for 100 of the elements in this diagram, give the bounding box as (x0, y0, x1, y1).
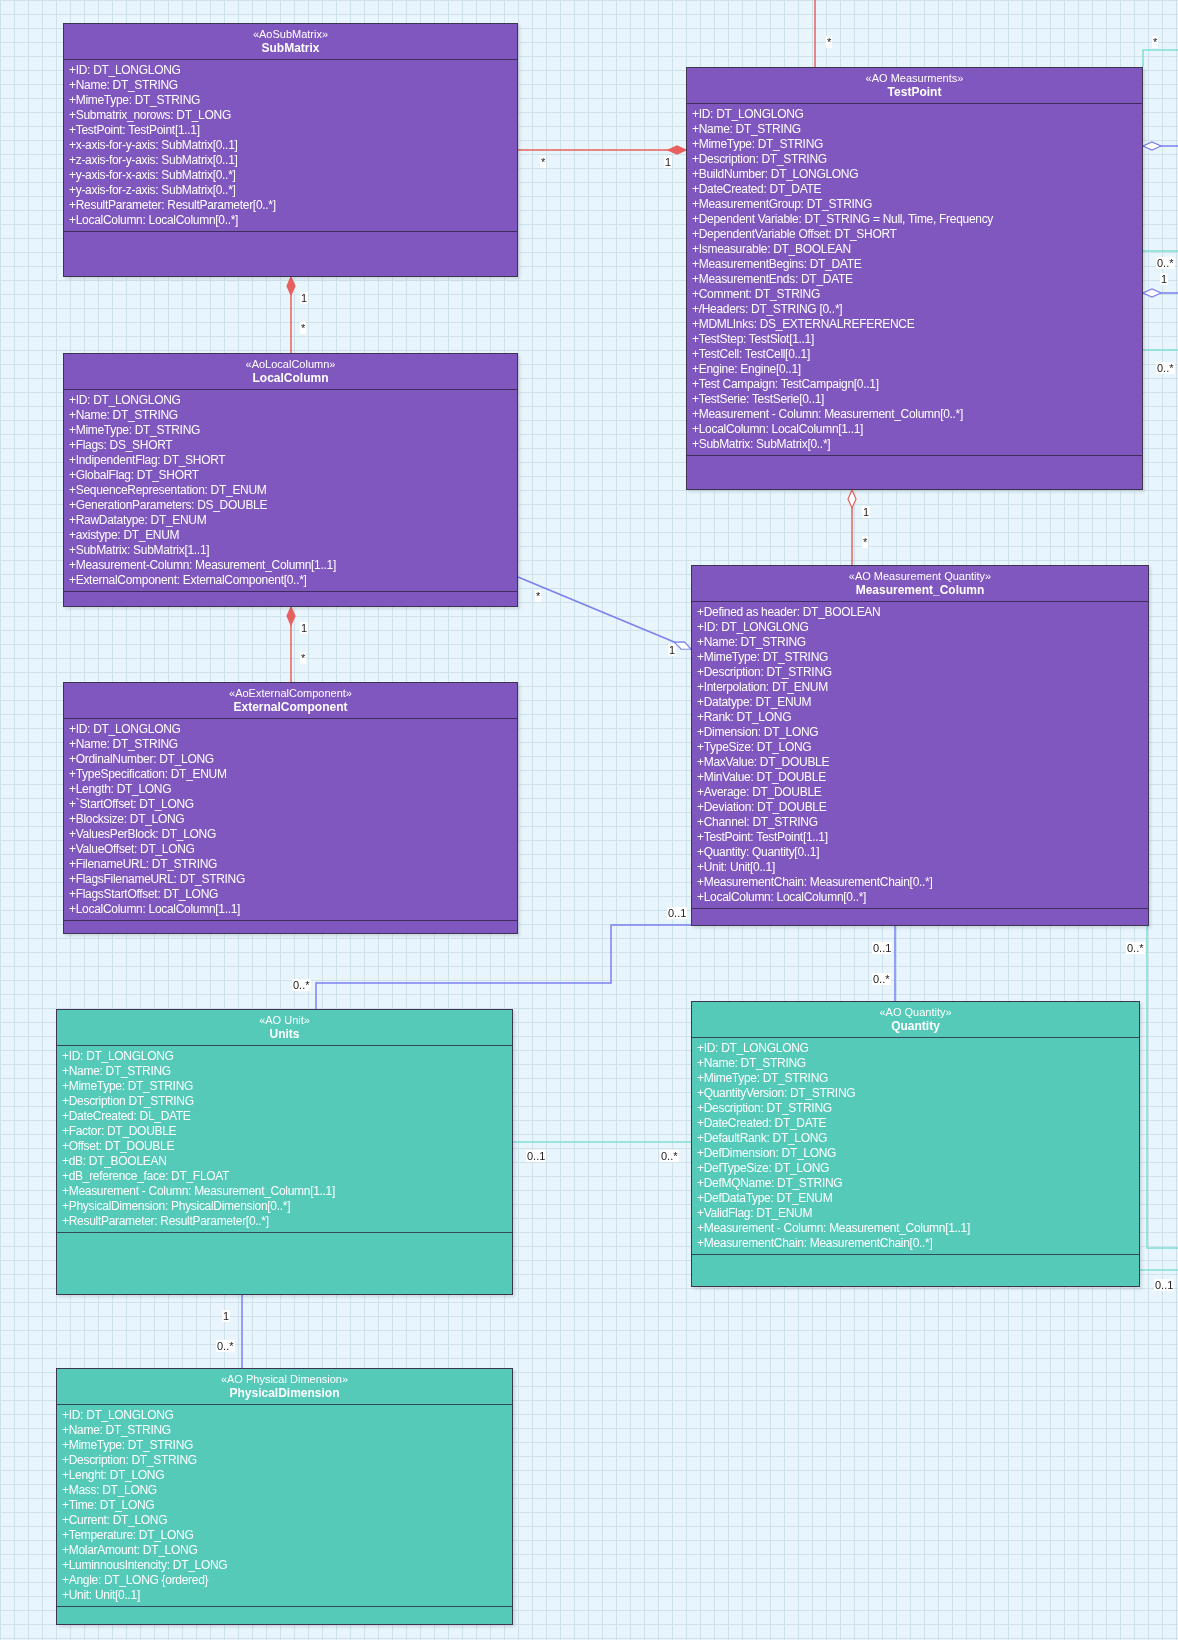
attribute-text: +TestPoint: TestPoint[1..1] (69, 123, 200, 138)
attribute-text: +Submatrix_norows: DT_LONG (69, 108, 231, 123)
attribute-text: +Name: DT_STRING (69, 737, 178, 752)
attribute-text: +ID: DT_LONGLONG (692, 107, 804, 122)
multiplicity-label: 0..* (872, 973, 891, 985)
attribute-text: +Offset: DT_DOUBLE (62, 1139, 175, 1154)
attribute-text: +Average: DT_DOUBLE (697, 785, 822, 800)
attribute-text: +RawDatatype: DT_ENUM (69, 513, 207, 528)
association-line (315, 924, 692, 1010)
attribute-text: +Comment: DT_STRING (692, 287, 820, 302)
multiplicity-label: * (300, 322, 307, 334)
class-box (56, 1368, 513, 1625)
aggregation-line (286, 276, 296, 354)
attribute-text: +SubMatrix: SubMatrix[1..1] (69, 543, 210, 558)
attribute-text: +Temperature: DT_LONG (62, 1528, 194, 1543)
multiplicity-label: 1 (300, 292, 309, 304)
multiplicity-label: 0..* (1156, 257, 1175, 269)
attribute-text: +Mass: DT_LONG (62, 1483, 157, 1498)
attribute-text: +TestCell: TestCell[0..1] (692, 347, 810, 362)
attribute-text: +OrdinalNumber: DT_LONG (69, 752, 214, 767)
attribute-text: +ValueOffset: DT_LONG (69, 842, 195, 857)
association-line (512, 1141, 692, 1143)
attribute-text: +Factor: DT_DOUBLE (62, 1124, 177, 1139)
attribute-text: +ExternalComponent: ExternalComponent[0..*] (69, 573, 307, 588)
class-name: TestPoint (887, 85, 942, 100)
attribute-text: +x-axis-for-y-axis: SubMatrix[0..1] (69, 138, 238, 153)
attribute-text: +MimeType: DT_STRING (697, 1071, 829, 1086)
attribute-text: +Rank: DT_LONG (697, 710, 792, 725)
class-name: Quantity (891, 1019, 940, 1034)
attribute-text: +MeasurementEnds: DT_DATE (692, 272, 853, 287)
attribute-text: +MimeType: DT_STRING (62, 1079, 194, 1094)
class-name: Measurement_Column (855, 583, 985, 598)
attribute-text: +y-axis-for-z-axis: SubMatrix[0..*] (69, 183, 236, 198)
attribute-text: +IndipendentFlag: DT_SHORT (69, 453, 226, 468)
attribute-text: +Deviation: DT_DOUBLE (697, 800, 827, 815)
attribute-text: +DateCreated: DT_DATE (697, 1116, 827, 1131)
attribute-text: +Length: DT_LONG (69, 782, 172, 797)
attribute-text: +DateCreated: DT_DATE (692, 182, 822, 197)
attribute-text: +dB_reference_face: DT_FLOAT (62, 1169, 230, 1184)
attribute-text: +Description: DT_STRING (62, 1453, 197, 1468)
attribute-text: +MeasurementChain: MeasurementChain[0..*] (697, 875, 933, 890)
attribute-text: +ID: DT_LONGLONG (697, 1041, 809, 1056)
attribute-text: +Name: DT_STRING (62, 1064, 171, 1079)
multiplicity-label: * (300, 652, 307, 664)
attribute-text: +DependentVariable Offset: DT_SHORT (692, 227, 897, 242)
attribute-text: +Description: DT_STRING (692, 152, 827, 167)
attribute-text: +LocalColumn: LocalColumn[1..1] (69, 902, 241, 917)
attribute-text: +DefDimension: DT_LONG (697, 1146, 837, 1161)
attribute-text: +Ismeasurable: DT_BOOLEAN (692, 242, 851, 257)
aggregation-line (847, 489, 857, 566)
multiplicity-label: 0..1 (526, 1150, 547, 1162)
attribute-text: +ResultParameter: ResultParameter[0..*] (69, 198, 276, 213)
attribute-text: +Datatype: DT_ENUM (697, 695, 812, 710)
association-line (1142, 250, 1178, 252)
attribute-text: +Name: DT_STRING (62, 1423, 171, 1438)
stereotype-label: «AoExternalComponent» (229, 686, 352, 700)
attribute-text: +Name: DT_STRING (697, 635, 806, 650)
attribute-text: +ID: DT_LONGLONG (69, 63, 181, 78)
class-name: ExternalComponent (233, 700, 348, 715)
attribute-text: +MeasurementGroup: DT_STRING (692, 197, 872, 212)
attribute-text: +Dimension: DT_LONG (697, 725, 819, 740)
multiplicity-label: 1 (222, 1310, 231, 1322)
aggregation-line (1142, 288, 1178, 298)
attribute-text: +dB: DT_BOOLEAN (62, 1154, 167, 1169)
attribute-text: +ID: DT_LONGLONG (69, 722, 181, 737)
attribute-text: +QuantityVersion: DT_STRING (697, 1086, 856, 1101)
attribute-text: +Test Campaign: TestCampaign[0..1] (692, 377, 879, 392)
association-line (814, 0, 816, 68)
attribute-text: +Engine: Engine[0..1] (692, 362, 801, 377)
attribute-text: +DefTypeSize: DT_LONG (697, 1161, 830, 1176)
attribute-text: +ID: DT_LONGLONG (697, 620, 809, 635)
attribute-text: +Blocksize: DT_LONG (69, 812, 185, 827)
class-box (691, 565, 1149, 926)
attribute-text: +TestSerie: TestSerie[0..1] (692, 392, 825, 407)
attribute-text: +Dependent Variable: DT_STRING = Null, Time, Frequency (692, 212, 994, 227)
attribute-text: +Time: DT_LONG (62, 1498, 155, 1513)
attribute-text: +TestPoint: TestPoint[1..1] (697, 830, 828, 845)
attribute-text: +axistype: DT_ENUM (69, 528, 180, 543)
attribute-text: +TypeSpecification: DT_ENUM (69, 767, 227, 782)
aggregation-line (286, 606, 296, 683)
attribute-text: +Name: DT_STRING (692, 122, 801, 137)
association-line (1146, 925, 1178, 1249)
attribute-text: +MinValue: DT_DOUBLE (697, 770, 826, 785)
class-box (63, 682, 518, 934)
attribute-text: +Interpolation: DT_ENUM (697, 680, 828, 695)
multiplicity-label: * (1152, 36, 1159, 48)
association-line (241, 1294, 243, 1369)
attribute-text: +FilenameURL: DT_STRING (69, 857, 218, 872)
multiplicity-label: 1 (668, 644, 677, 656)
stereotype-label: «AO Unit» (259, 1013, 310, 1027)
attribute-text: +MDMLInks: DS_EXTERNALREFERENCE (692, 317, 915, 332)
attribute-text: +Measurement - Column: Measurement_Column[1..1] (697, 1221, 971, 1236)
multiplicity-label: 1 (862, 506, 871, 518)
attribute-text: +Quantity: Quantity[0..1] (697, 845, 820, 860)
class-box (56, 1009, 513, 1295)
stereotype-label: «AO Measurments» (865, 71, 964, 85)
association-line (1139, 1269, 1178, 1271)
attribute-text: +Unit: Unit[0..1] (62, 1588, 140, 1603)
attribute-text: +GlobalFlag: DT_SHORT (69, 468, 199, 483)
association-line (1142, 49, 1178, 68)
